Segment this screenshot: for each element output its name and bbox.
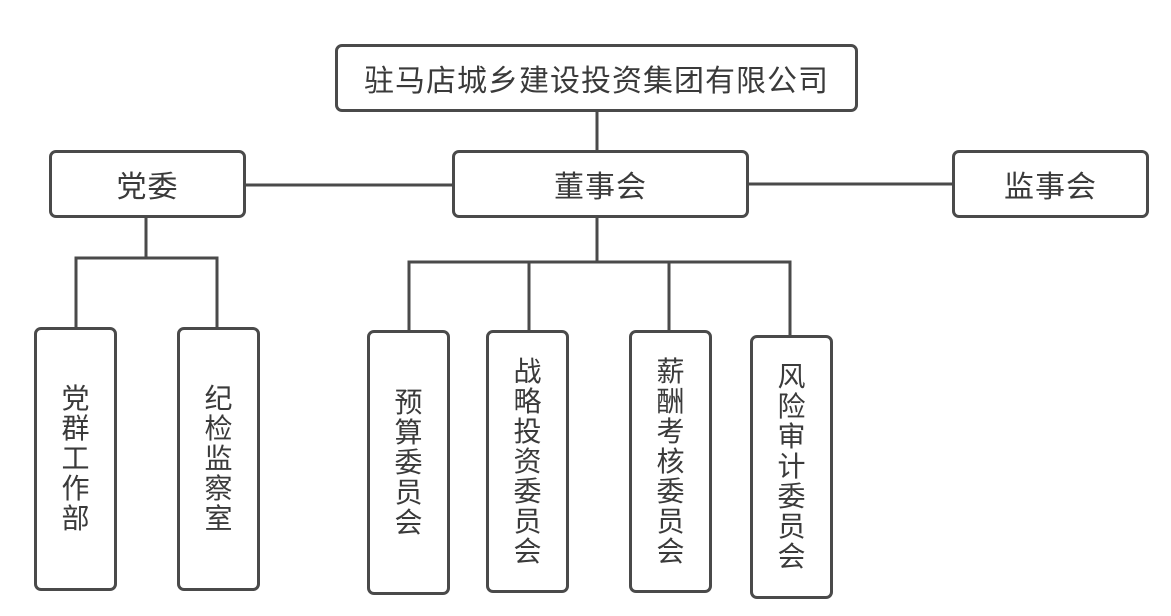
committee-node: 预算委员会 bbox=[367, 330, 450, 595]
committee-node: 战略投资委员会 bbox=[486, 330, 569, 593]
committee-label: 薪酬考核委员会 bbox=[656, 354, 685, 568]
committee-label: 战略投资委员会 bbox=[513, 354, 542, 568]
board-node: 董事会 bbox=[452, 150, 749, 218]
committee-label: 风险审计委员会 bbox=[777, 360, 806, 573]
committee-node: 薪酬考核委员会 bbox=[629, 330, 712, 593]
party-unit-node: 纪检监察室 bbox=[177, 327, 260, 591]
party-unit-label: 纪检监察室 bbox=[204, 382, 233, 535]
root-node: 驻马店城乡建设投资集团有限公司 bbox=[335, 44, 858, 112]
supervisory-board-node: 监事会 bbox=[952, 150, 1149, 218]
party-unit-node: 党群工作部 bbox=[34, 327, 117, 591]
board-label: 董事会 bbox=[554, 170, 647, 205]
supervisory-board-label: 监事会 bbox=[1004, 170, 1097, 205]
party-unit-label: 党群工作部 bbox=[61, 382, 90, 535]
root-node-label: 驻马店城乡建设投资集团有限公司 bbox=[364, 64, 829, 99]
party-committee-node: 党委 bbox=[49, 150, 246, 218]
committee-node: 风险审计委员会 bbox=[750, 335, 833, 599]
party-committee-label: 党委 bbox=[116, 170, 179, 205]
committee-label: 预算委员会 bbox=[394, 385, 423, 539]
